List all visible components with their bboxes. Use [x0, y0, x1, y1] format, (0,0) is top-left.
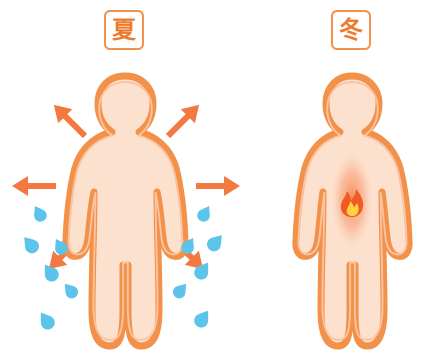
water-drop-icon [35, 309, 57, 333]
water-drop-icon [195, 203, 214, 224]
heat-arrow-icon [12, 176, 56, 196]
water-drop-icon [29, 203, 48, 224]
heat-arrow-icon [161, 98, 206, 143]
water-drop-icon [170, 280, 191, 301]
water-drop-icon [19, 233, 42, 257]
water-drop-icon [60, 280, 81, 301]
heat-arrow-icon [196, 176, 240, 196]
summer-body-figure [66, 76, 185, 346]
water-drop-icon [204, 231, 227, 255]
heat-arrow-icon [47, 98, 92, 143]
water-drop-icon [192, 307, 214, 331]
